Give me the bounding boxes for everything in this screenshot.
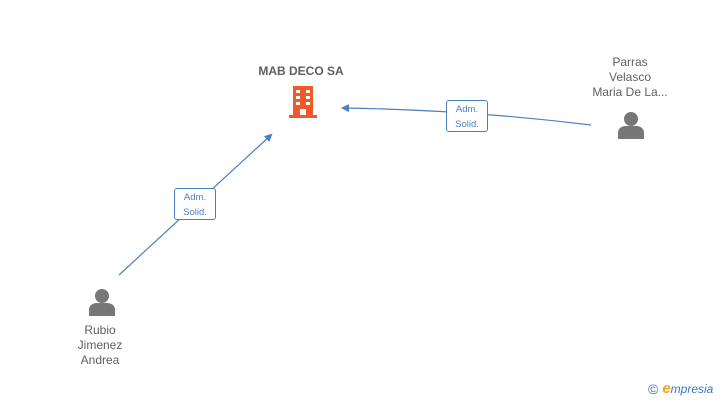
role-badge-rubio[interactable]: Adm. Solid. bbox=[174, 188, 216, 220]
person-name-line: Jimenez bbox=[77, 338, 123, 352]
brand-logo: empresia bbox=[662, 380, 713, 397]
role-line: Adm. bbox=[455, 104, 479, 115]
role-line: Solid. bbox=[455, 119, 479, 130]
company-name[interactable]: MAB DECO SA bbox=[258, 64, 344, 78]
copyright-icon: © bbox=[648, 380, 659, 397]
person-label-rubio[interactable]: Rubio Jimenez Andrea bbox=[50, 323, 150, 368]
person-name-line: Rubio bbox=[84, 323, 116, 337]
role-line: Adm. bbox=[183, 192, 207, 203]
person-label-parras[interactable]: Parras Velasco Maria De La... bbox=[575, 55, 685, 100]
person-name-line: Velasco bbox=[608, 70, 652, 84]
person-icon[interactable] bbox=[616, 111, 646, 144]
person-name-line: Andrea bbox=[80, 353, 120, 367]
building-icon[interactable] bbox=[287, 84, 319, 125]
person-name-line: Maria De La... bbox=[592, 85, 668, 99]
empresia-watermark: © empresia bbox=[648, 380, 713, 397]
person-name-line: Parras bbox=[612, 55, 648, 69]
role-badge-parras[interactable]: Adm. Solid. bbox=[446, 100, 488, 132]
person-icon[interactable] bbox=[87, 288, 117, 321]
brand-e: e bbox=[662, 380, 671, 397]
role-line: Solid. bbox=[183, 207, 207, 218]
brand-rest: mpresia bbox=[670, 382, 714, 396]
